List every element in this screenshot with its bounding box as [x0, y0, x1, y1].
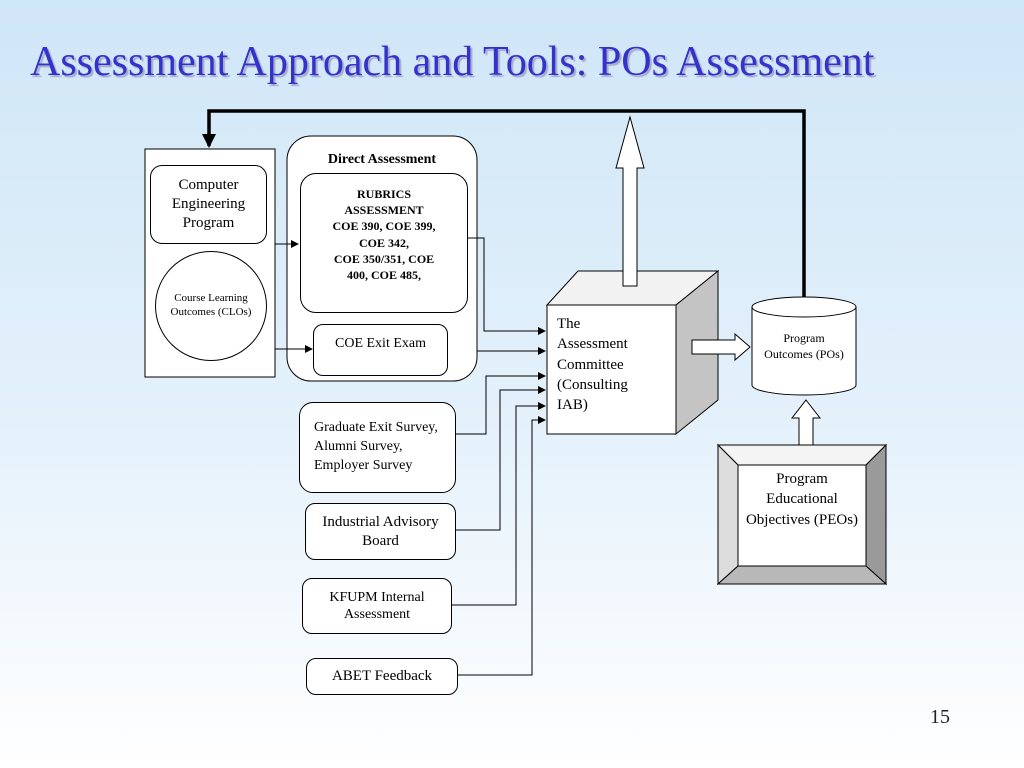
iab-to-committee-arrow: [456, 386, 546, 531]
graduate-surveys-box: Graduate Exit Survey, Alumni Survey, Emp…: [299, 402, 456, 493]
coe-exit-exam-box: COE Exit Exam: [313, 324, 448, 376]
pos-cylinder-top: [751, 296, 857, 318]
slide-title: Assessment Approach and Tools: POs Asses…: [30, 39, 875, 85]
assessment-committee-label: The Assessment Committee (Consulting IAB…: [557, 316, 628, 413]
coe-exit-exam-label: COE Exit Exam: [335, 336, 426, 351]
computer-engineering-program-label: Computer Engineering Program: [171, 177, 246, 231]
abet-feedback-box: ABET Feedback: [306, 658, 458, 695]
rubrics-line-4: 400, COE 485,: [346, 267, 421, 282]
kfupm-to-committee-arrow: [452, 402, 546, 606]
industrial-advisory-board-label: Industrial Advisory Board: [322, 513, 439, 549]
kfupm-internal-assessment-label: KFUPM Internal Assessment: [329, 589, 425, 623]
rubrics-to-committee-arrow: [468, 237, 546, 335]
rubrics-line-2: COE 342,: [358, 235, 409, 250]
peos-bevel-top: [716, 444, 888, 466]
rubrics-line-1: COE 390, COE 399,: [332, 219, 436, 234]
peos-panel: [737, 464, 867, 567]
clos-circle: Course Learning Outcomes (CLOs): [155, 251, 267, 361]
upward-output-arrow: [615, 115, 645, 287]
program-outcomes-label: Program Outcomes (POs): [764, 331, 844, 362]
peos-label: Program Educational Objectives (PEOs): [745, 471, 859, 528]
page-number: 15: [930, 706, 950, 728]
peos-bevel-left: [717, 443, 739, 586]
kfupm-internal-assessment-box: KFUPM Internal Assessment: [302, 578, 452, 634]
clos-label: Course Learning Outcomes (CLOs): [170, 292, 252, 318]
committee-cube-front: [546, 304, 677, 435]
computer-engineering-program-box: Computer Engineering Program: [150, 165, 267, 244]
feedback-loop-arrow: [202, 109, 806, 300]
peos-bevel-bottom: [716, 565, 888, 585]
graduate-surveys-label: Graduate Exit Survey, Alumni Survey, Emp…: [314, 420, 438, 473]
abet-feedback-label: ABET Feedback: [331, 668, 433, 685]
surveys-to-committee-arrow: [456, 372, 546, 435]
abet-to-committee-arrow: [458, 416, 546, 676]
rubrics-line-3: COE 350/351, COE: [333, 251, 435, 266]
rubrics-title: RUBRICS ASSESSMENT: [344, 187, 424, 218]
pos-cylinder-body: [751, 307, 857, 396]
committee-to-pos-arrow: [691, 332, 751, 362]
peos-to-pos-arrow: [790, 399, 822, 450]
rubrics-assessment-box: RUBRICS ASSESSMENT COE 390, COE 399, COE…: [300, 173, 468, 313]
industrial-advisory-board-box: Industrial Advisory Board: [305, 503, 456, 560]
peos-bevel-right: [865, 443, 887, 586]
direct-assessment-title: Direct Assessment: [327, 152, 437, 167]
